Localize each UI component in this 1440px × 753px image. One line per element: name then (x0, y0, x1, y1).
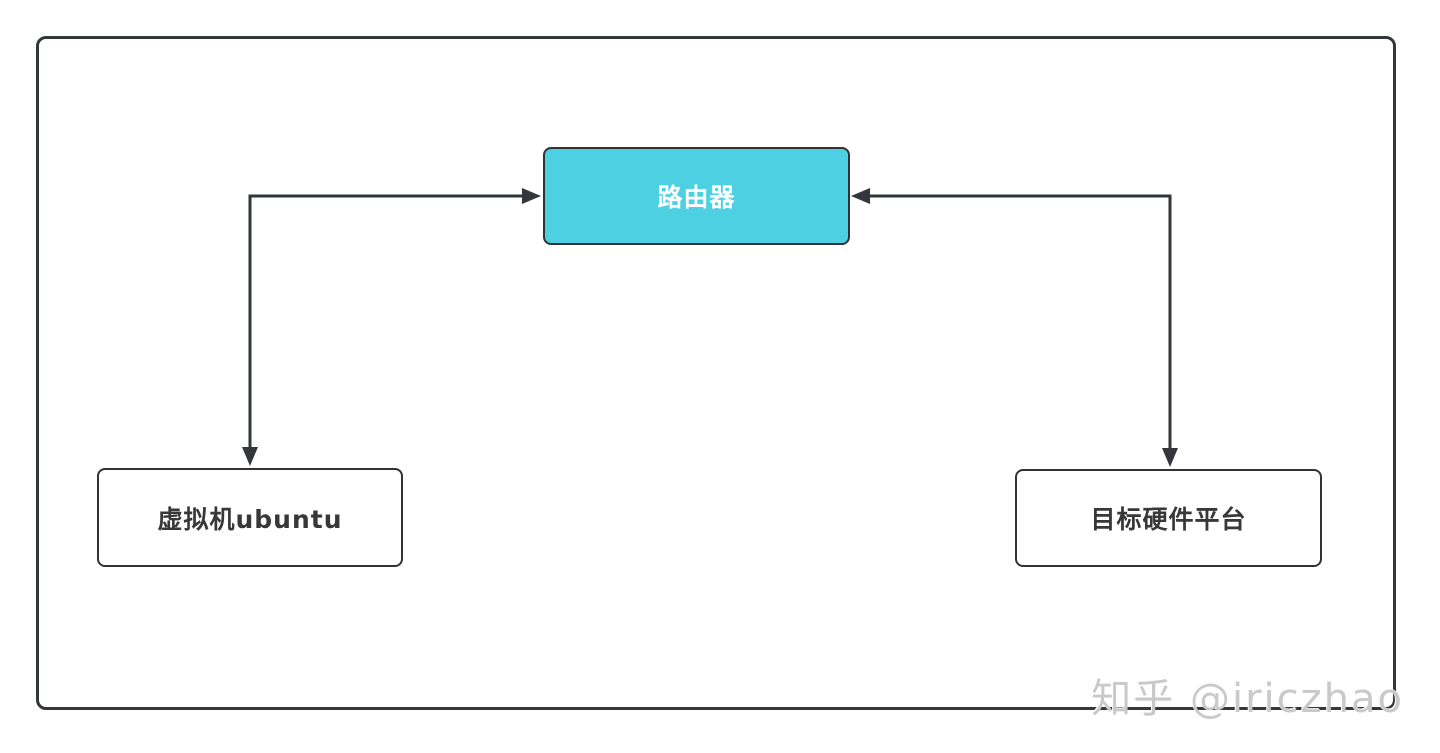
node-virtual-machine-ubuntu: 虚拟机ubuntu (97, 468, 403, 567)
node-target-label: 目标硬件平台 (1090, 505, 1247, 534)
node-vm-label: 虚拟机ubuntu (157, 504, 343, 534)
node-router-label: 路由器 (657, 183, 736, 212)
zhihu-watermark: 知乎 @iriczhao (1091, 676, 1404, 722)
node-router: 路由器 (543, 147, 850, 245)
node-target-hardware-platform: 目标硬件平台 (1015, 469, 1322, 567)
diagram-outer-frame (36, 36, 1396, 710)
